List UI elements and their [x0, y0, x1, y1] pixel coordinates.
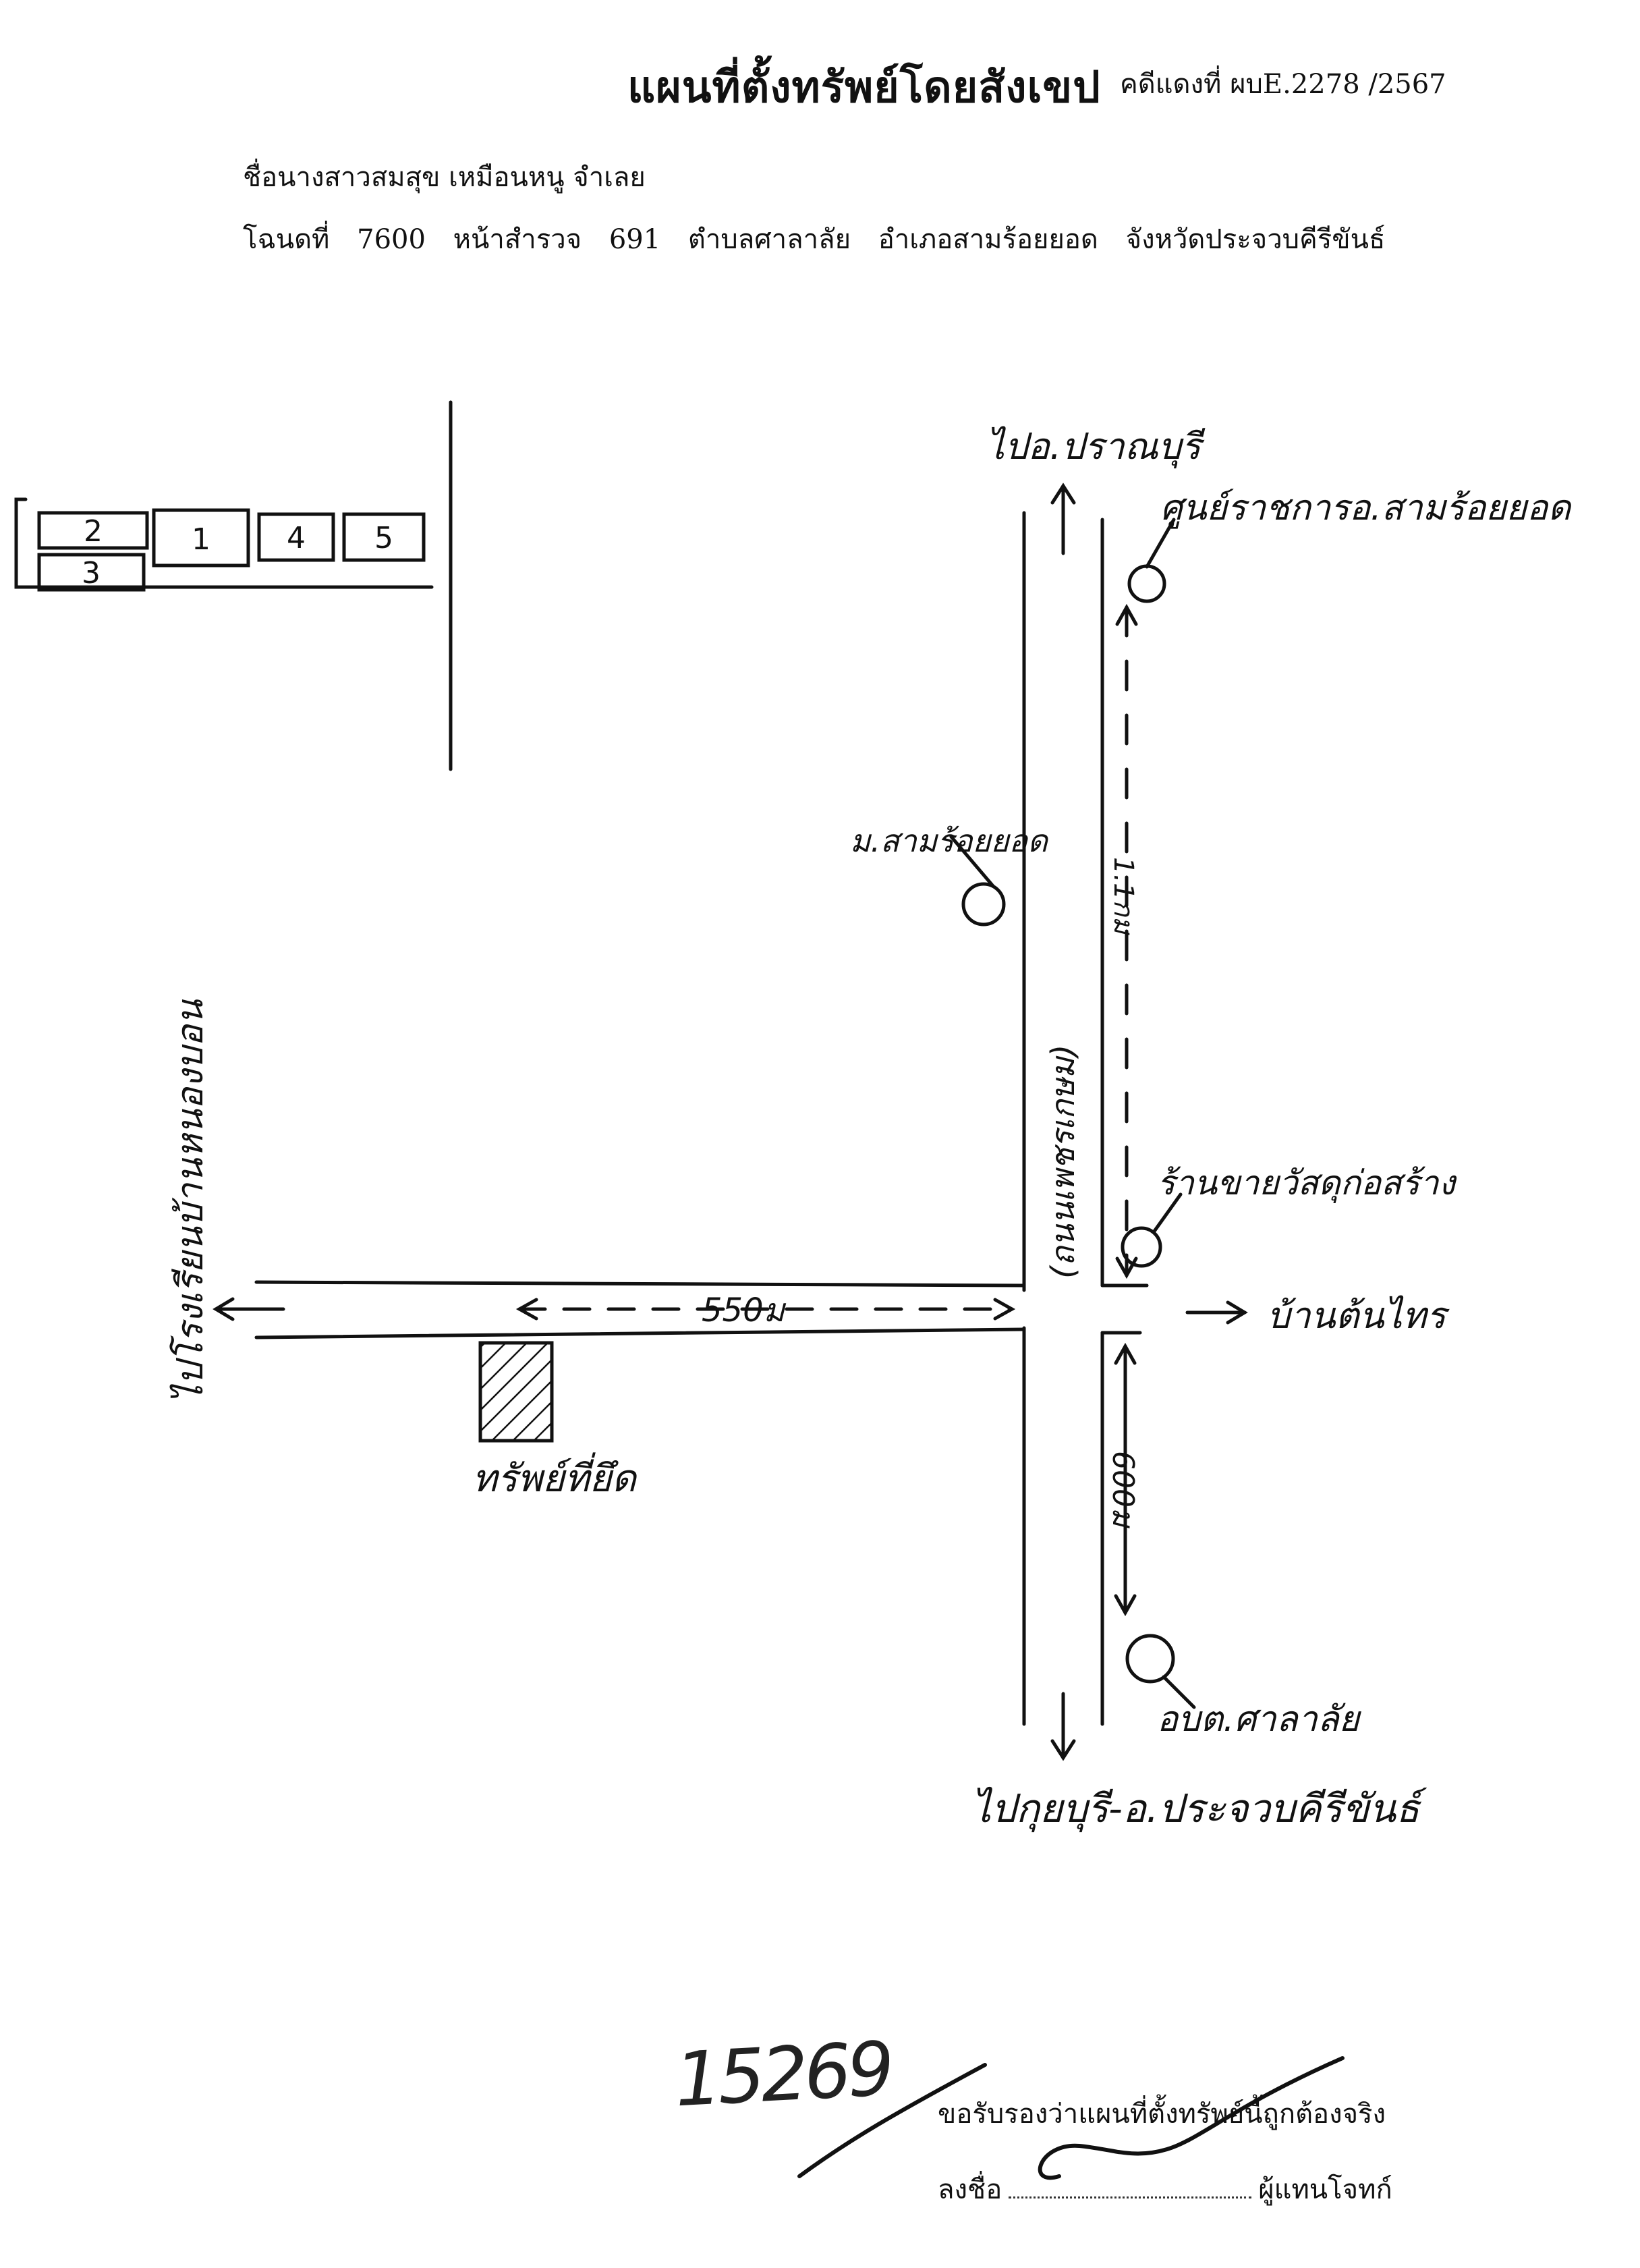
lot-number-5: 5 — [374, 521, 393, 555]
label-distance-south: 600ม — [1106, 1451, 1140, 1528]
deed-number: 7600 — [357, 224, 426, 255]
landmark-government-center-marker — [1127, 518, 1176, 603]
survey-label: หน้าสำรวจ — [453, 224, 582, 255]
dim-north-segment — [1115, 603, 1138, 1279]
lot-box-3 — [37, 553, 146, 592]
label-distance-north: 1.1กม — [1108, 857, 1139, 936]
deed-line: โฉนดที่ 7600 หน้าสำรวจ 691 ตำบลศาลาลัย อ… — [243, 217, 1404, 260]
lot-number-2: 2 — [84, 514, 103, 549]
label-government-center: ศูนย์ราชการอ.สามร้อยยอด — [1160, 488, 1572, 529]
side-road — [254, 1280, 1026, 1339]
arrow-north — [1050, 482, 1076, 555]
sign-label: ลงชื่อ — [938, 2174, 1002, 2205]
dim-side-road — [515, 1298, 1016, 1321]
lot-number-1: 1 — [192, 522, 210, 557]
landmark-university-marker — [949, 835, 1006, 926]
label-seized-property: ทรัพย์ที่ยึด — [472, 1452, 638, 1501]
lot-box-1 — [152, 508, 250, 568]
label-main-road: (ถนนเพชรเกษม) — [1044, 1045, 1082, 1279]
deed-label: โฉนดที่ — [243, 224, 330, 255]
signature-stroke — [797, 2063, 987, 2178]
defendant-line: ชื่อนางสาวสมสุข เหมือนหนู จำเลย — [243, 162, 646, 193]
label-hardware-store: ร้านขายวัสดุก่อสร้าง — [1157, 1163, 1457, 1204]
dim-south-segment — [1114, 1342, 1137, 1617]
label-north-destination: ไปอ.ปราณบุรี — [986, 425, 1206, 469]
label-west-destination: ไปโรงเรียนบ้านหนองบอน — [169, 999, 211, 1404]
east-road — [1100, 1283, 1149, 1335]
handwritten-number: 15269 — [672, 2025, 893, 2124]
arrow-south — [1050, 1692, 1076, 1761]
lot-number-4: 4 — [287, 521, 306, 555]
lot-index — [14, 400, 453, 771]
label-sao: อบต.ศาลาลัย — [1157, 1699, 1362, 1740]
certification-text: ขอรับรองว่าแผนที่ตั้งทรัพย์นี้ถูกต้องจริ… — [938, 2099, 1386, 2130]
label-south-destination: ไปกุยบุรี-อ.ประจวบคีรีขันธ์ — [971, 1786, 1427, 1833]
case-number: คดีแดงที่ ผบE.2278 /2567 — [1120, 69, 1446, 100]
arrow-east — [1185, 1300, 1248, 1325]
label-east-destination: บ้านต้นไทร — [1267, 1294, 1450, 1337]
page-title: แผนที่ตั้งทรัพย์โดยสังเขป — [627, 62, 1101, 113]
landmark-hardware-store-marker — [1121, 1192, 1183, 1268]
survey-number: 691 — [609, 224, 661, 255]
subdistrict: ตำบลศาลาลัย — [687, 224, 851, 255]
district: อำเภอสามร้อยยอด — [878, 224, 1098, 255]
lot-box-2 — [37, 511, 149, 550]
lot-box-5 — [342, 512, 426, 562]
signature-line — [1009, 2196, 1252, 2198]
seized-property-parcel — [478, 1341, 554, 1443]
signature-row: ลงชื่อ ผู้แทนโจทก์ — [938, 2167, 1392, 2211]
landmark-sao-marker — [1125, 1634, 1196, 1709]
signer-role: ผู้แทนโจทก์ — [1258, 2174, 1392, 2205]
arrow-west — [213, 1297, 285, 1321]
label-university: ม.สามร้อยยอด — [850, 823, 1049, 859]
signature-scribble — [1038, 2056, 1345, 2180]
lot-box-4 — [257, 512, 335, 562]
lot-index-frame — [14, 497, 434, 589]
province: จังหวัดประจวบคีรีขันธ์ — [1125, 224, 1386, 255]
main-road — [1022, 511, 1104, 1726]
label-distance-side-road: 550ม — [702, 1292, 787, 1329]
lot-number-3: 3 — [82, 556, 101, 590]
